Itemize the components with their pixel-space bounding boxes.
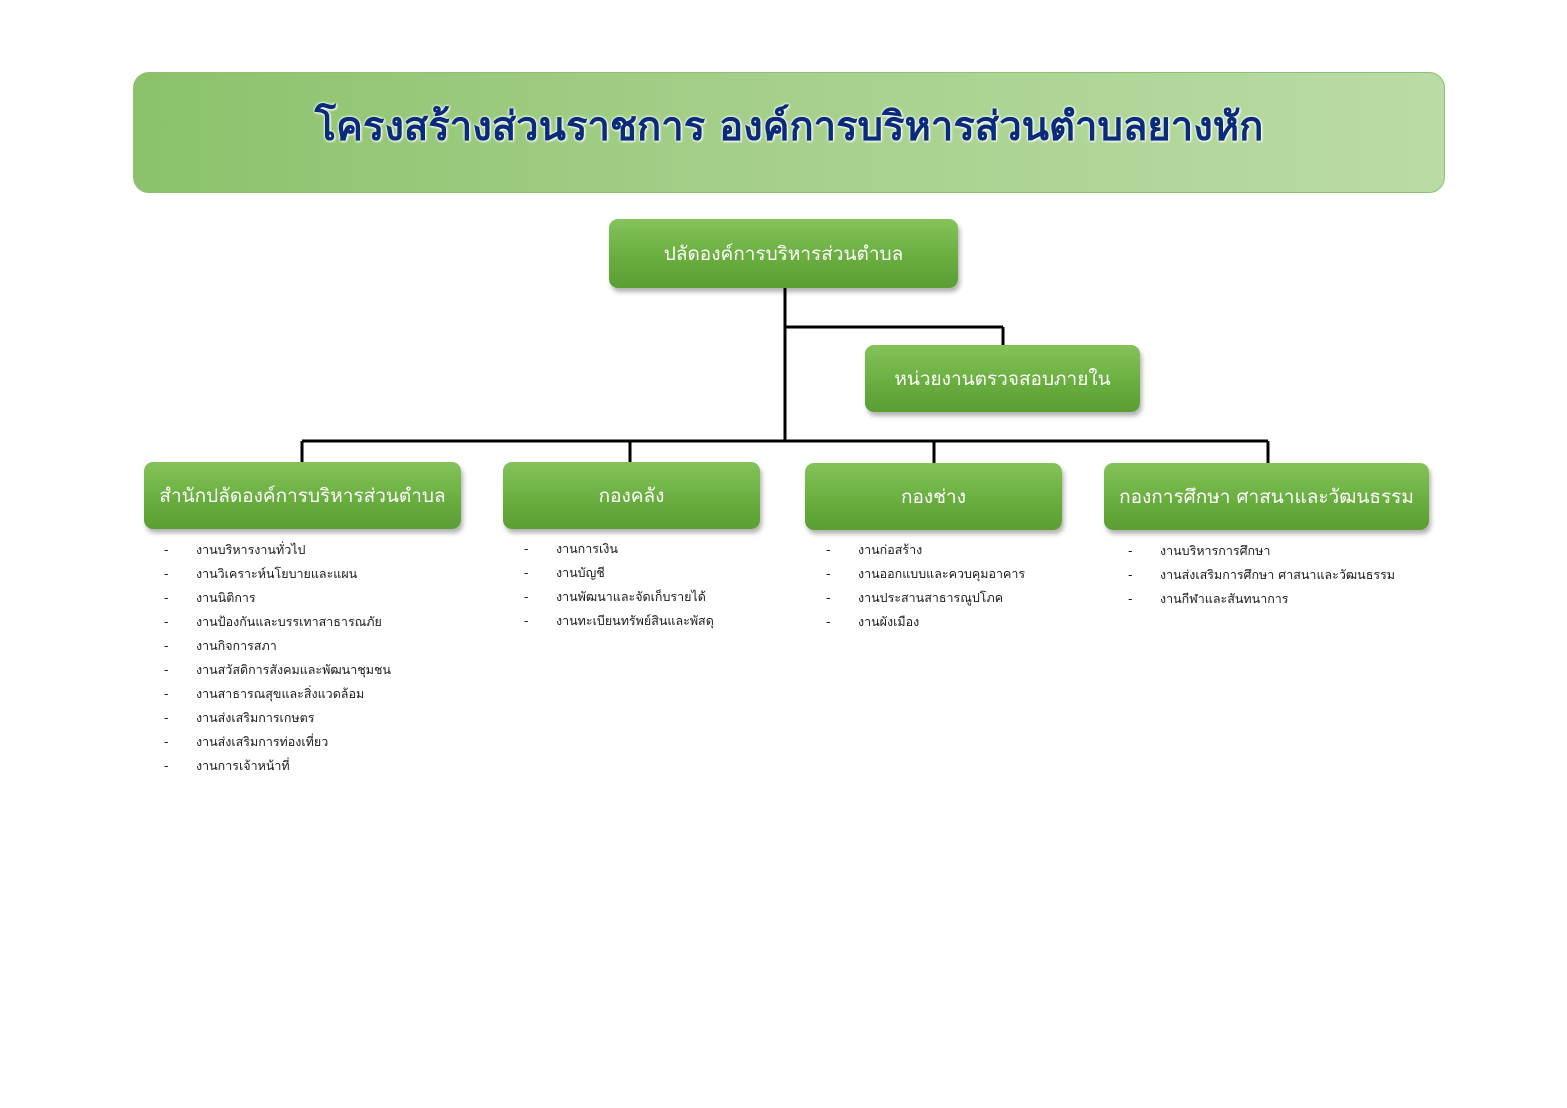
title-banner: โครงสร้างส่วนราชการ องค์การบริหารส่วนตำบ…: [133, 72, 1445, 193]
task-list-office: งานบริหารงานทั่วไป งานวิเคราะห์นโยบายและ…: [164, 538, 391, 778]
list-item: งานสาธารณสุขและสิ่งแวดล้อม: [164, 682, 391, 706]
page-title: โครงสร้างส่วนราชการ องค์การบริหารส่วนตำบ…: [314, 103, 1264, 150]
list-item: งานบริหารการศึกษา: [1128, 539, 1395, 563]
root-node: ปลัดองค์การบริหารส่วนตำบล: [609, 219, 958, 288]
list-item: งานกีฬาและสันทนาการ: [1128, 587, 1395, 611]
list-item: งานส่งเสริมการศึกษา ศาสนาและวัฒนธรรม: [1128, 563, 1395, 587]
list-item: งานก่อสร้าง: [826, 538, 1025, 562]
list-item: งานป้องกันและบรรเทาสาธารณภัย: [164, 610, 391, 634]
list-item: งานผังเมือง: [826, 610, 1025, 634]
list-item: งานกิจการสภา: [164, 634, 391, 658]
division-node-finance: กองคลัง: [503, 462, 760, 529]
list-item: งานออกแบบและควบคุมอาคาร: [826, 562, 1025, 586]
list-item: งานสวัสดิการสังคมและพัฒนาชุมชน: [164, 658, 391, 682]
task-list-finance: งานการเงิน งานบัญชี งานพัฒนาและจัดเก็บรา…: [524, 537, 714, 633]
task-list-education: งานบริหารการศึกษา งานส่งเสริมการศึกษา ศา…: [1128, 539, 1395, 611]
division-node-engineering: กองช่าง: [805, 463, 1062, 530]
list-item: งานส่งเสริมการเกษตร: [164, 706, 391, 730]
list-item: งานบริหารงานทั่วไป: [164, 538, 391, 562]
list-item: งานนิติการ: [164, 586, 391, 610]
list-item: งานส่งเสริมการท่องเที่ยว: [164, 730, 391, 754]
list-item: งานพัฒนาและจัดเก็บรายได้: [524, 585, 714, 609]
list-item: งานการเจ้าหน้าที่: [164, 754, 391, 778]
division-node-office: สำนักปลัดองค์การบริหารส่วนตำบล: [144, 462, 461, 529]
list-item: งานประสานสาธารณูปโภค: [826, 586, 1025, 610]
list-item: งานการเงิน: [524, 537, 714, 561]
task-list-engineering: งานก่อสร้าง งานออกแบบและควบคุมอาคาร งานป…: [826, 538, 1025, 634]
division-node-education: กองการศึกษา ศาสนาและวัฒนธรรม: [1104, 463, 1429, 530]
list-item: งานบัญชี: [524, 561, 714, 585]
audit-unit-node: หน่วยงานตรวจสอบภายใน: [865, 345, 1140, 412]
list-item: งานทะเบียนทรัพย์สินและพัสดุ: [524, 609, 714, 633]
list-item: งานวิเคราะห์นโยบายและแผน: [164, 562, 391, 586]
